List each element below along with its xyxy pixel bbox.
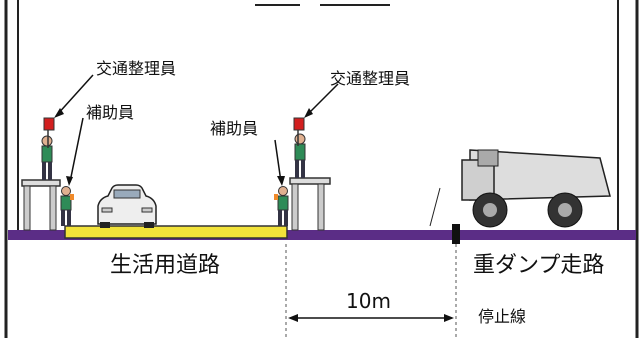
arrowhead-right — [444, 314, 454, 322]
traffic-controller-left-figure — [41, 117, 55, 180]
crossing-zone — [64, 225, 288, 239]
arrowhead-left — [288, 314, 298, 322]
label-traffic-controller-left: 交通整理員 — [96, 59, 176, 78]
leader-line — [55, 74, 94, 117]
label-assistant-left: 補助員 — [86, 103, 134, 122]
leader-line — [69, 117, 84, 183]
dump-truck-icon — [429, 149, 611, 228]
leader-line — [305, 83, 339, 117]
flag-icon — [43, 117, 55, 131]
assistant-left-figure — [60, 186, 74, 226]
stop-line-post — [452, 224, 460, 244]
platform-right-leg-2 — [317, 183, 325, 231]
leader-line — [274, 139, 282, 183]
platform-left-leg-2 — [49, 185, 57, 231]
label-assistant-right: 補助員 — [210, 119, 258, 138]
label-road-general: 生活用道路 — [110, 253, 220, 278]
traffic-controller-right-figure — [293, 117, 306, 178]
car-icon — [97, 184, 157, 228]
flag-icon — [293, 117, 305, 131]
label-stop-line: 停止線 — [478, 307, 526, 326]
label-traffic-controller-right: 交通整理員 — [330, 69, 410, 88]
label-road-dump: 重ダンプ走路 — [473, 253, 604, 278]
platform-left-top — [21, 179, 61, 187]
road — [8, 230, 636, 240]
label-distance: 10m — [346, 289, 391, 313]
platform-right-leg-1 — [291, 183, 299, 231]
platform-left-leg-1 — [23, 185, 31, 231]
platform-right-top — [289, 177, 331, 185]
assistant-right-figure — [274, 186, 289, 226]
